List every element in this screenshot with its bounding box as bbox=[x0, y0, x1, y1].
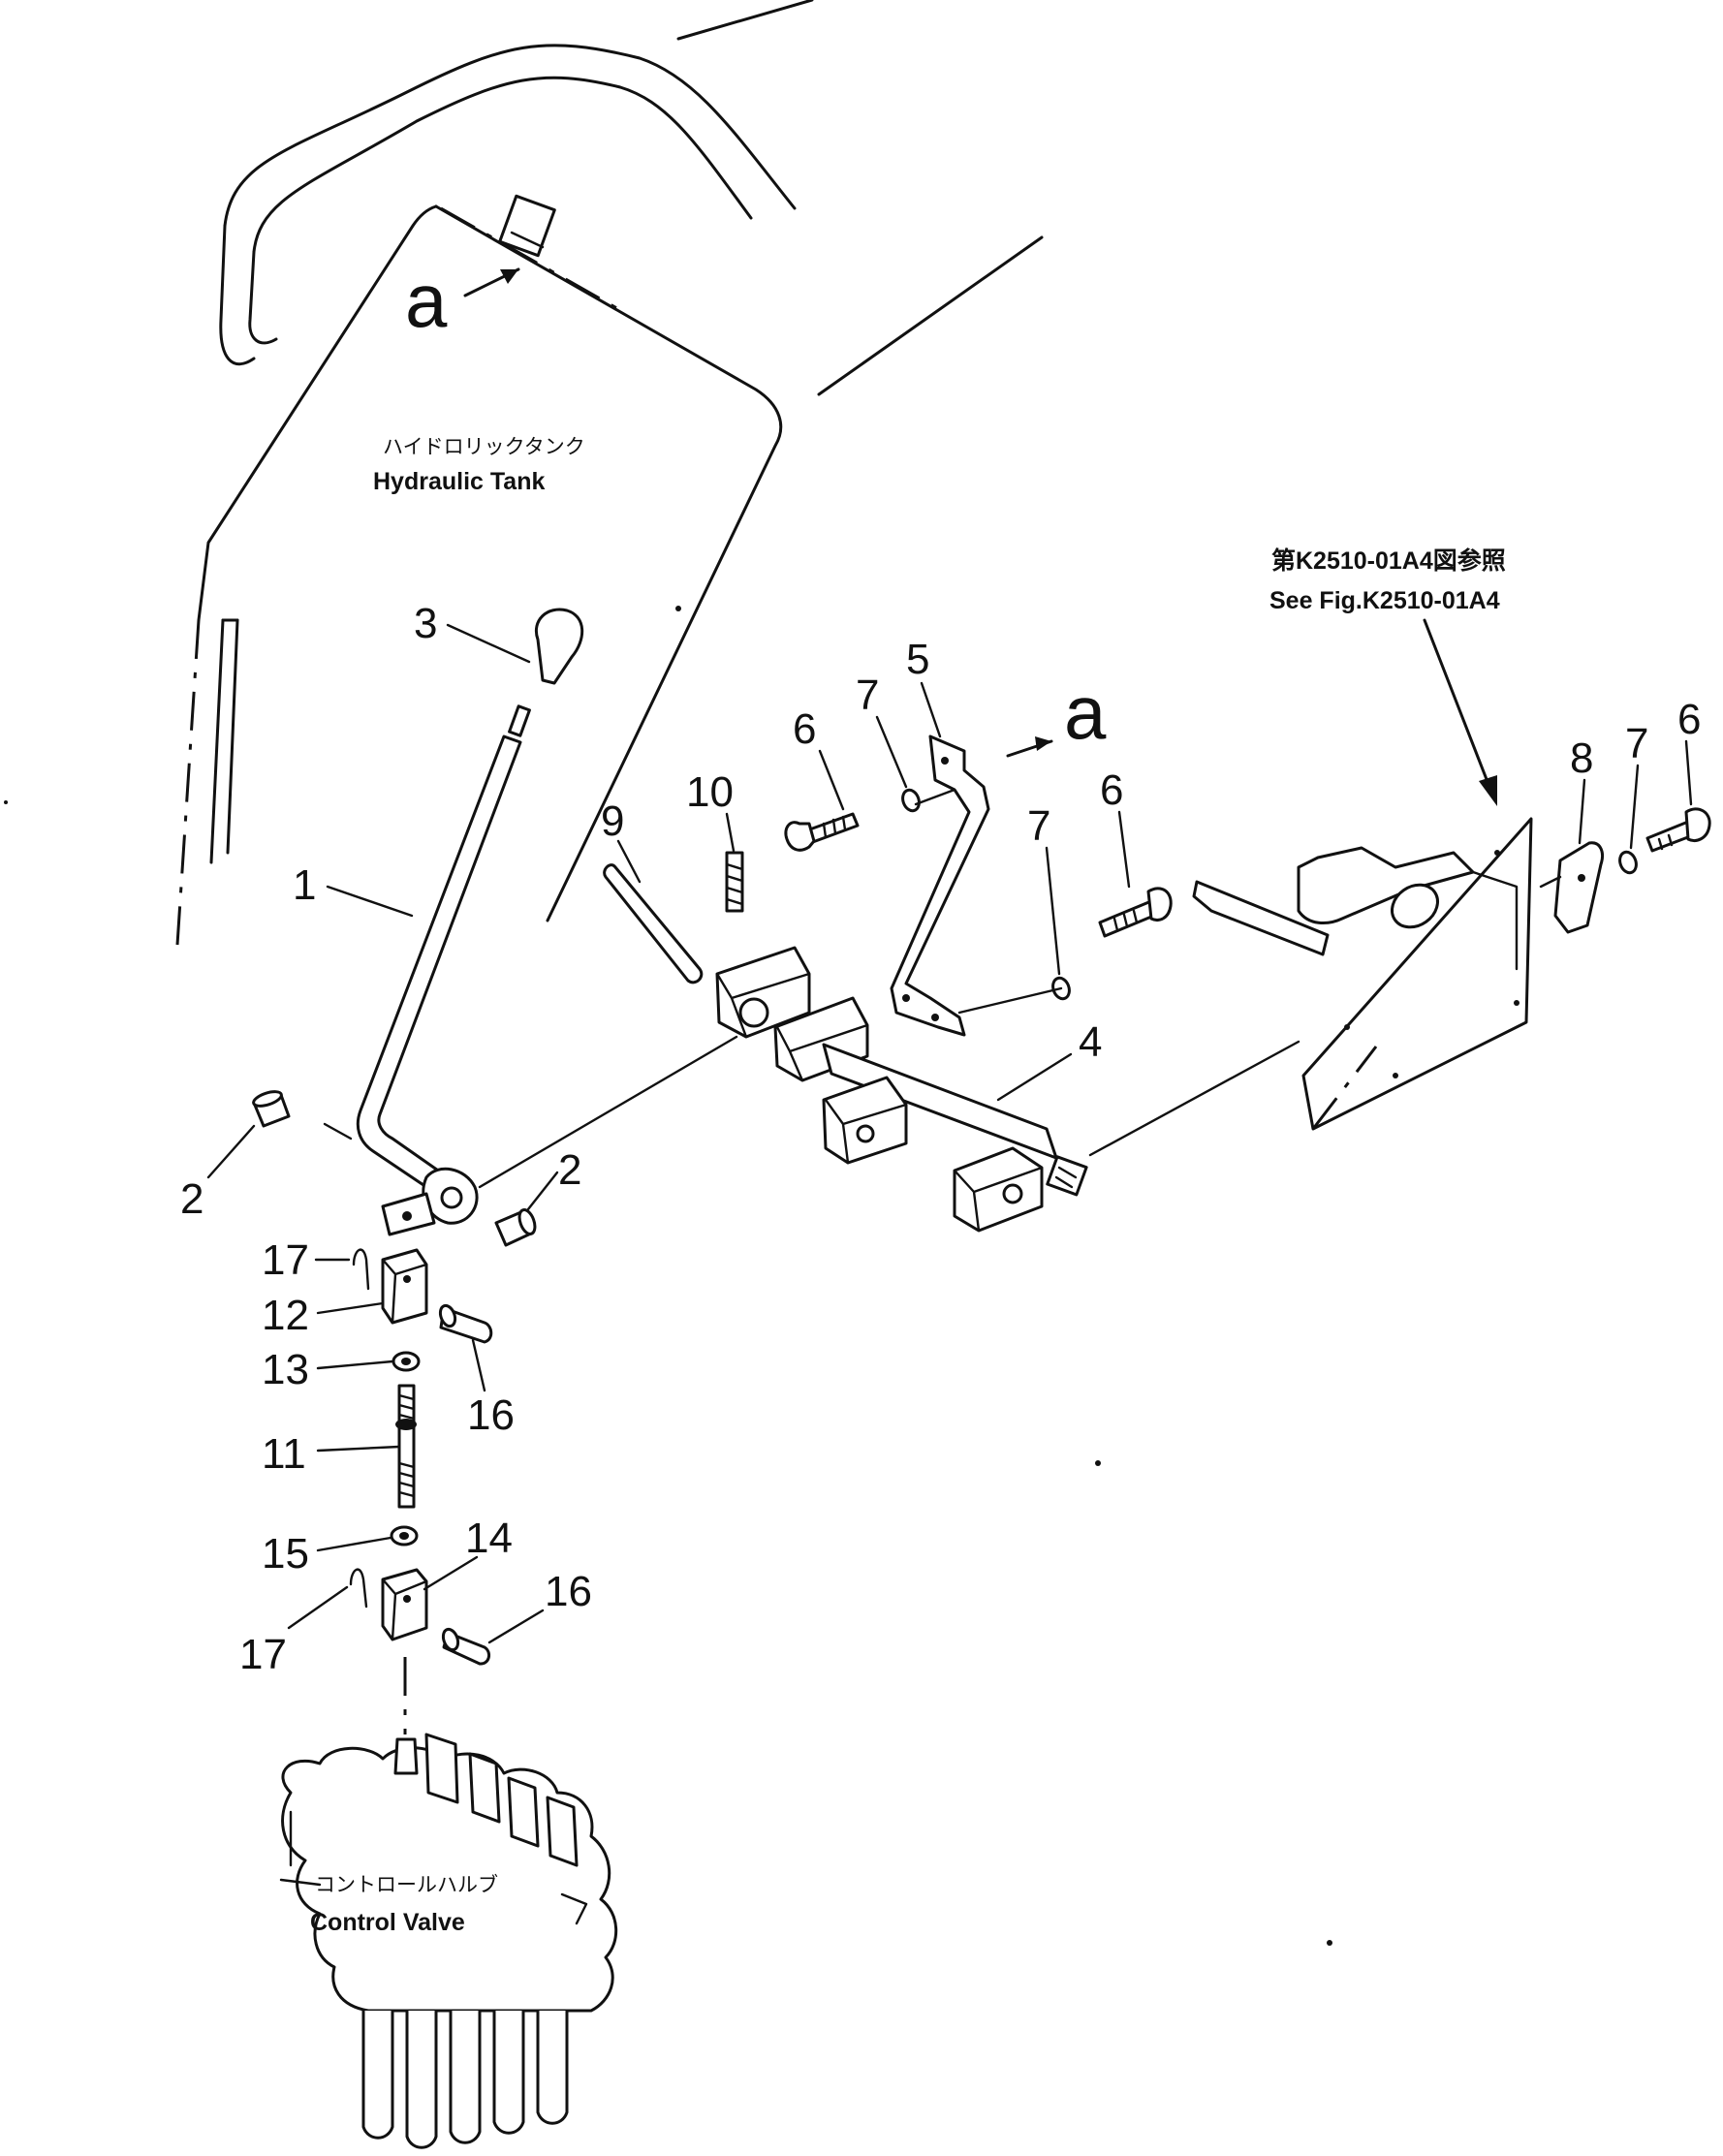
callout-2-left: 2 bbox=[180, 1175, 204, 1223]
part-2-bushing-left bbox=[252, 1090, 291, 1128]
callout-3: 3 bbox=[414, 600, 437, 647]
part-5-stay bbox=[890, 734, 990, 1037]
callout-17-lower: 17 bbox=[239, 1631, 287, 1678]
part-10-spring bbox=[725, 851, 744, 913]
callout-2-right: 2 bbox=[558, 1146, 581, 1194]
view-a-label-right: a bbox=[1064, 670, 1107, 755]
see-fig-label-jp: 第K2510-01A4図参照 bbox=[1271, 547, 1506, 575]
part-14-yoke-lower bbox=[381, 1568, 428, 1641]
callout-13: 13 bbox=[262, 1346, 309, 1393]
part-7-washer-upper bbox=[901, 788, 921, 813]
callout-14: 14 bbox=[465, 1515, 513, 1562]
part-15-nut-lower bbox=[390, 1525, 419, 1547]
part-16-pin-lower bbox=[441, 1627, 491, 1666]
callout-5: 5 bbox=[906, 636, 929, 683]
part-13-nut-upper bbox=[392, 1351, 421, 1372]
control-valve-label-en: Control Valve bbox=[310, 1909, 465, 1936]
assembly-lines bbox=[323, 788, 1562, 1189]
part-1-lever bbox=[356, 734, 522, 1236]
callout-15: 15 bbox=[262, 1530, 309, 1578]
part-17-cotter-pin-upper bbox=[352, 1248, 370, 1291]
callout-6-middle: 6 bbox=[1100, 766, 1123, 814]
callout-9: 9 bbox=[601, 797, 624, 845]
part-2-bushing-right bbox=[494, 1208, 537, 1247]
callout-12: 12 bbox=[262, 1292, 309, 1339]
callout-4: 4 bbox=[1079, 1018, 1102, 1066]
part-3-knob bbox=[508, 608, 584, 737]
mounting-plate bbox=[1192, 817, 1533, 1131]
part-9-pin bbox=[603, 863, 704, 984]
view-a-indicator-top: a bbox=[405, 258, 520, 343]
part-6-bolt-middle bbox=[1098, 887, 1173, 938]
callout-10: 10 bbox=[686, 768, 734, 816]
callout-6-right: 6 bbox=[1677, 696, 1701, 743]
part-8-clamp bbox=[1553, 841, 1604, 934]
part-4-shaft-bracket bbox=[715, 946, 1088, 1233]
part-6-bolt-right bbox=[1645, 807, 1711, 853]
hydraulic-tank bbox=[175, 0, 1044, 946]
hydraulic-tank-label-jp: ハイドロリックタンク bbox=[383, 435, 585, 458]
part-6-bolt-upper bbox=[784, 812, 860, 852]
part-17-cotter-pin-lower bbox=[349, 1568, 368, 1609]
control-valve bbox=[279, 1657, 618, 2149]
hydraulic-tank-label-en: Hydraulic Tank bbox=[373, 468, 545, 495]
callout-8: 8 bbox=[1570, 734, 1593, 782]
view-a-label-top: a bbox=[405, 258, 448, 343]
callouts: 1 2 2 3 4 5 6 6 6 7 7 7 8 9 10 11 12 bbox=[180, 600, 1701, 1678]
callout-1: 1 bbox=[293, 861, 316, 909]
part-7-washer-right bbox=[1618, 850, 1638, 875]
view-a-indicator-right: a bbox=[1006, 670, 1107, 758]
callout-11: 11 bbox=[262, 1430, 306, 1478]
see-fig-label-en: See Fig.K2510-01A4 bbox=[1269, 587, 1500, 614]
callout-7-middle: 7 bbox=[1027, 802, 1050, 850]
callout-17-upper: 17 bbox=[262, 1236, 309, 1284]
callout-16-lower: 16 bbox=[545, 1568, 592, 1615]
callout-16-upper: 16 bbox=[467, 1391, 515, 1439]
callout-7-upper: 7 bbox=[856, 672, 879, 719]
part-16-pin-upper bbox=[438, 1303, 493, 1344]
part-12-yoke-upper bbox=[381, 1248, 428, 1325]
callout-7-right: 7 bbox=[1625, 720, 1648, 767]
control-valve-label-jp: コントロールハルブ bbox=[315, 1873, 498, 1896]
callout-6-upper: 6 bbox=[793, 705, 816, 753]
see-fig-arrow bbox=[1423, 618, 1497, 806]
